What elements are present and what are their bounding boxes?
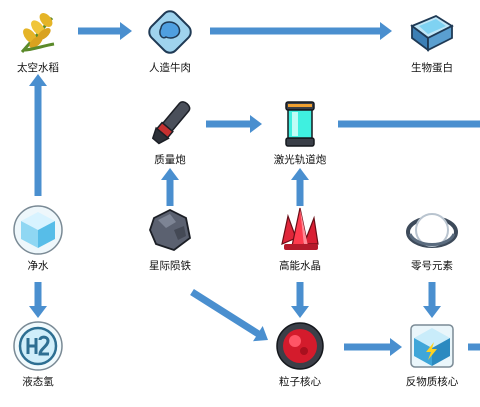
arrow-zero-to-anti (423, 282, 441, 318)
particle-core-icon (276, 322, 324, 370)
node-energy-crystal[interactable]: 高能水晶 (260, 204, 340, 273)
arrow-water-to-rice (29, 74, 47, 196)
node-space-rice[interactable]: 太空水稻 (0, 6, 78, 75)
node-pure-water[interactable]: 净水 (0, 204, 78, 273)
node-label: 净水 (27, 260, 49, 272)
meteoric-iron-icon (149, 208, 191, 252)
energy-crystal-icon (281, 207, 319, 250)
node-label: 太空水稻 (17, 62, 59, 74)
pure-water-icon (13, 205, 63, 255)
arrow-meteor-to-mass (161, 168, 179, 206)
node-label: 激光轨道炮 (273, 154, 327, 166)
arrow-meat-to-egg (210, 22, 392, 40)
bio-protein-icon (410, 14, 454, 52)
liquid-hydrogen-icon (13, 321, 63, 371)
node-label: 粒子核心 (279, 376, 321, 388)
node-label: 星际陨铁 (149, 260, 191, 272)
arrow-water-to-h2 (29, 282, 47, 318)
arrow-crystal-to-core (291, 282, 309, 318)
node-zero-element[interactable]: 零号元素 (392, 204, 472, 273)
laser-railgun-icon (285, 101, 315, 147)
node-bio-protein[interactable]: 生物蛋白 (392, 6, 472, 75)
node-artificial-beef[interactable]: 人造牛肉 (130, 6, 210, 75)
arrow-mass-to-laser (206, 115, 262, 133)
node-mass-cannon[interactable]: 质量炮 (130, 98, 210, 167)
mass-cannon-icon (151, 101, 191, 145)
artificial-beef-icon (148, 10, 192, 54)
arrow-layer (29, 22, 480, 356)
arrow-crystal-to-laser (291, 168, 309, 206)
antimatter-core-icon (410, 324, 454, 368)
arrow-anti-to-right (468, 343, 480, 351)
node-label: 零号元素 (411, 260, 453, 272)
node-label: 质量炮 (154, 154, 186, 166)
node-label: 生物蛋白 (411, 62, 453, 74)
arrow-meteor-to-core (190, 289, 268, 342)
node-antimatter-core[interactable]: 反物质核心 (392, 320, 472, 389)
zero-element-icon (406, 213, 458, 248)
node-label: 高能水晶 (279, 260, 321, 272)
node-laser-railgun[interactable]: 激光轨道炮 (260, 98, 340, 167)
arrow-core-to-anti (344, 338, 402, 356)
node-label: 反物质核心 (405, 376, 459, 388)
arrow-laser-to-right (338, 120, 480, 128)
node-label: 液态氢 (22, 376, 54, 388)
node-liquid-hydrogen[interactable]: 液态氢 (0, 320, 78, 389)
arrow-rice-to-meat (78, 22, 132, 40)
node-particle-core[interactable]: 粒子核心 (260, 320, 340, 389)
space-rice-icon (20, 13, 55, 53)
node-label: 人造牛肉 (149, 62, 191, 74)
node-meteoric-iron[interactable]: 星际陨铁 (130, 204, 210, 273)
